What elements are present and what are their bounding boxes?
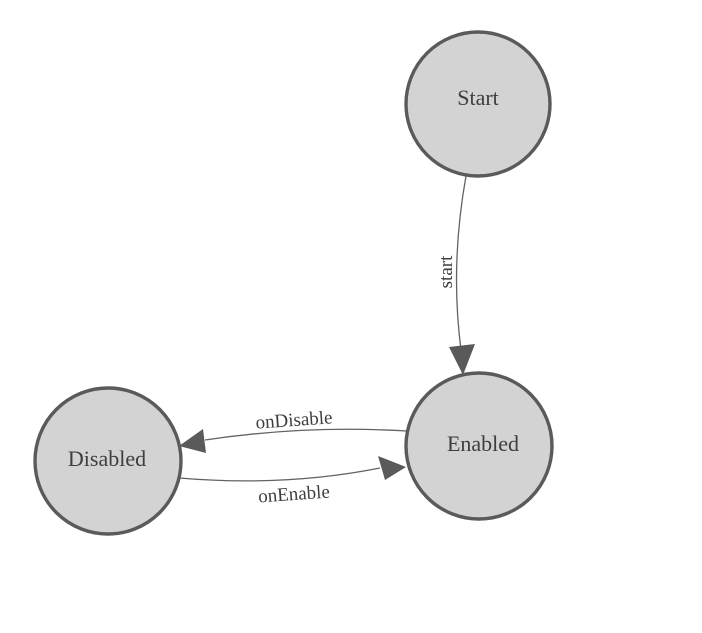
- edge-line: [204, 428, 408, 441]
- arrowhead-icon: [179, 429, 206, 453]
- edge-line: [178, 467, 381, 482]
- edge-start-to-enabled: start: [436, 175, 475, 375]
- node-circle: [33, 386, 183, 536]
- node-circle: [404, 371, 554, 521]
- node-label-disabled: Disabled: [68, 446, 146, 471]
- node-label-start: Start: [457, 85, 499, 110]
- edge-disabled-to-enabled: onEnable: [178, 456, 406, 508]
- edge-label-start: start: [436, 255, 457, 288]
- arrowhead-icon: [378, 456, 406, 480]
- state-node-start: Start: [404, 30, 552, 178]
- edge-enabled-to-disabled: onDisable: [179, 407, 408, 453]
- node-label-enabled: Enabled: [447, 431, 519, 456]
- node-circle: [404, 30, 552, 178]
- edge-label-onenable: onEnable: [258, 482, 331, 508]
- state-node-disabled: Disabled: [33, 386, 183, 536]
- state-node-enabled: Enabled: [404, 371, 554, 521]
- edge-line: [455, 175, 467, 351]
- arrowhead-icon: [449, 344, 475, 375]
